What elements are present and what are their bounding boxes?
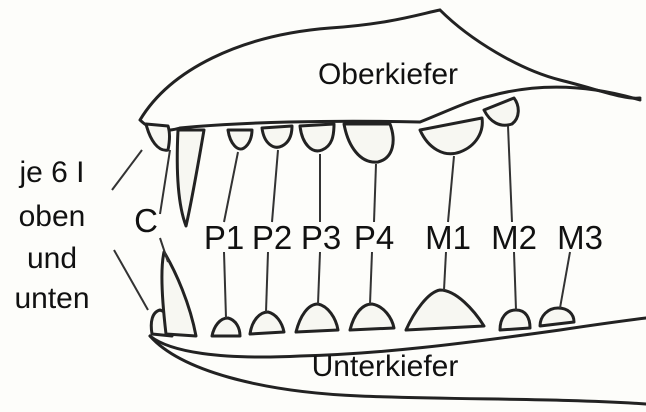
tooth-label-p3: P3 xyxy=(301,219,341,256)
lower-m1-tooth xyxy=(406,290,484,330)
upper-jaw-label: Oberkiefer xyxy=(318,58,458,91)
lower-p1-tooth xyxy=(212,318,240,336)
upper-canine-tooth xyxy=(177,130,204,226)
lower-m3-tooth xyxy=(540,308,574,326)
tooth-label-p1: P1 xyxy=(204,219,244,256)
tooth-label-m3: M3 xyxy=(557,219,603,256)
upper-p1-tooth xyxy=(228,130,252,149)
lower-p4-tooth xyxy=(350,304,394,330)
upper-m2-tooth xyxy=(484,98,518,125)
upper-p2-tooth xyxy=(262,126,292,147)
lower-jaw-label: Unterkiefer xyxy=(312,350,459,383)
tooth-label-m1: M1 xyxy=(425,219,471,256)
incisor-note-line: und xyxy=(27,242,77,275)
upper-incisor-tooth xyxy=(146,124,170,150)
upper-p4-tooth xyxy=(344,124,393,162)
lower-p3-tooth xyxy=(296,304,338,332)
tooth-label-p2: P2 xyxy=(252,219,292,256)
upper-p3-tooth xyxy=(300,124,334,151)
upper-m1-tooth xyxy=(420,118,482,154)
lower-canine-tooth xyxy=(162,252,196,336)
tooth-labels: P1 P2 P3 P4 M1 M2 M3 xyxy=(204,219,603,256)
incisor-note: je 6 I oben und unten xyxy=(14,156,89,315)
tooth-label-m2: M2 xyxy=(491,219,537,256)
lower-m2-tooth xyxy=(500,310,530,330)
lower-p2-tooth xyxy=(250,312,284,334)
incisor-note-line: oben xyxy=(19,200,86,233)
incisor-note-line: je 6 I xyxy=(18,156,84,189)
incisor-note-line: unten xyxy=(14,282,89,315)
canine-label: C xyxy=(134,202,158,239)
tooth-label-p4: P4 xyxy=(354,219,394,256)
